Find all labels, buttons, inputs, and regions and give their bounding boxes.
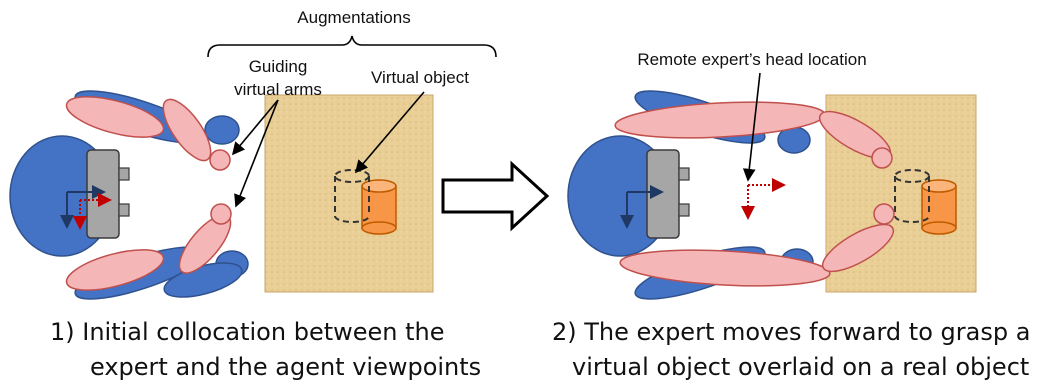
guiding-arms-label-line2: virtual arms xyxy=(234,80,322,99)
arrow-to-top-arm xyxy=(231,99,279,156)
augmentations-brace xyxy=(207,35,497,58)
virtual-object xyxy=(334,169,370,223)
expert-hand-top xyxy=(204,115,240,145)
augmentations-annotation: Augmentations Guiding virtual arms Virtu… xyxy=(207,8,497,208)
agent-device xyxy=(86,149,130,239)
remote-head-label: Remote expert’s head location xyxy=(637,50,866,69)
virtual-object-right xyxy=(894,169,930,223)
expert-axes-right xyxy=(620,185,664,229)
real-object xyxy=(361,179,397,235)
table-surface xyxy=(264,94,434,293)
caption-left-line2: expert and the agent viewpoints xyxy=(90,353,481,381)
remote-head-axes xyxy=(741,178,786,220)
caption-left-line1: 1) Initial collocation between the xyxy=(50,318,445,346)
guiding-virtual-arms-right xyxy=(614,101,895,287)
augmentations-label: Augmentations xyxy=(297,8,410,27)
captions: 1) Initial collocation between the exper… xyxy=(50,318,1030,381)
expert-axes xyxy=(60,185,106,229)
guiding-virtual-arms xyxy=(65,96,232,291)
right-scene xyxy=(567,90,977,300)
virtual-object-label: Virtual object xyxy=(371,68,469,87)
arrow-to-virtual-object xyxy=(354,91,425,174)
right-arrow-icon xyxy=(441,160,550,232)
agent-device-right xyxy=(646,149,690,239)
agent-axes xyxy=(73,193,112,230)
guiding-arms-label-line1: Guiding xyxy=(249,57,308,76)
arrow-to-bottom-arm xyxy=(234,99,279,208)
remote-head-annotation: Remote expert’s head location xyxy=(637,50,867,182)
arrow-to-remote-head xyxy=(742,72,761,182)
caption-right-line2: virtual object overlaid on a real object xyxy=(572,353,1029,381)
caption-right-line1: 2) The expert moves forward to grasp a xyxy=(552,318,1030,346)
real-object-right xyxy=(921,179,957,235)
left-scene xyxy=(9,90,434,300)
